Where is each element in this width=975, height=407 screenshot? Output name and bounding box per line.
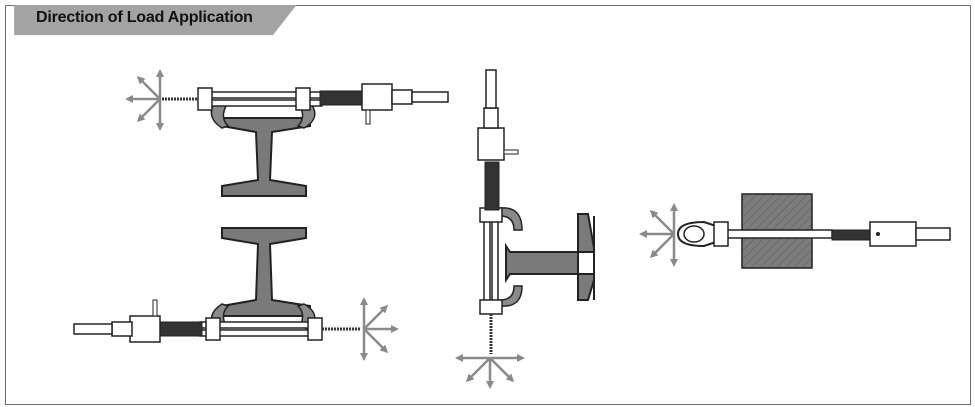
frame-border xyxy=(5,5,971,405)
clamp-horizontal-top xyxy=(162,83,449,197)
clamp-vertical xyxy=(477,69,595,354)
section-title: Direction of Load Application xyxy=(36,9,253,26)
jaw-top xyxy=(499,207,523,231)
arrow-star-icon xyxy=(455,354,525,389)
arrow-star-icon xyxy=(125,69,164,131)
anchor-through-wall xyxy=(676,193,951,269)
jaw-bottom xyxy=(499,285,523,307)
title-tab xyxy=(14,5,297,36)
clamp-horizontal-bottom xyxy=(73,227,360,343)
i-beam-inverted xyxy=(221,227,311,317)
arrow-star-icon xyxy=(639,203,678,267)
arrow-star-icon xyxy=(360,297,399,361)
i-beam-upright xyxy=(221,117,311,197)
jaw-left xyxy=(210,101,230,129)
